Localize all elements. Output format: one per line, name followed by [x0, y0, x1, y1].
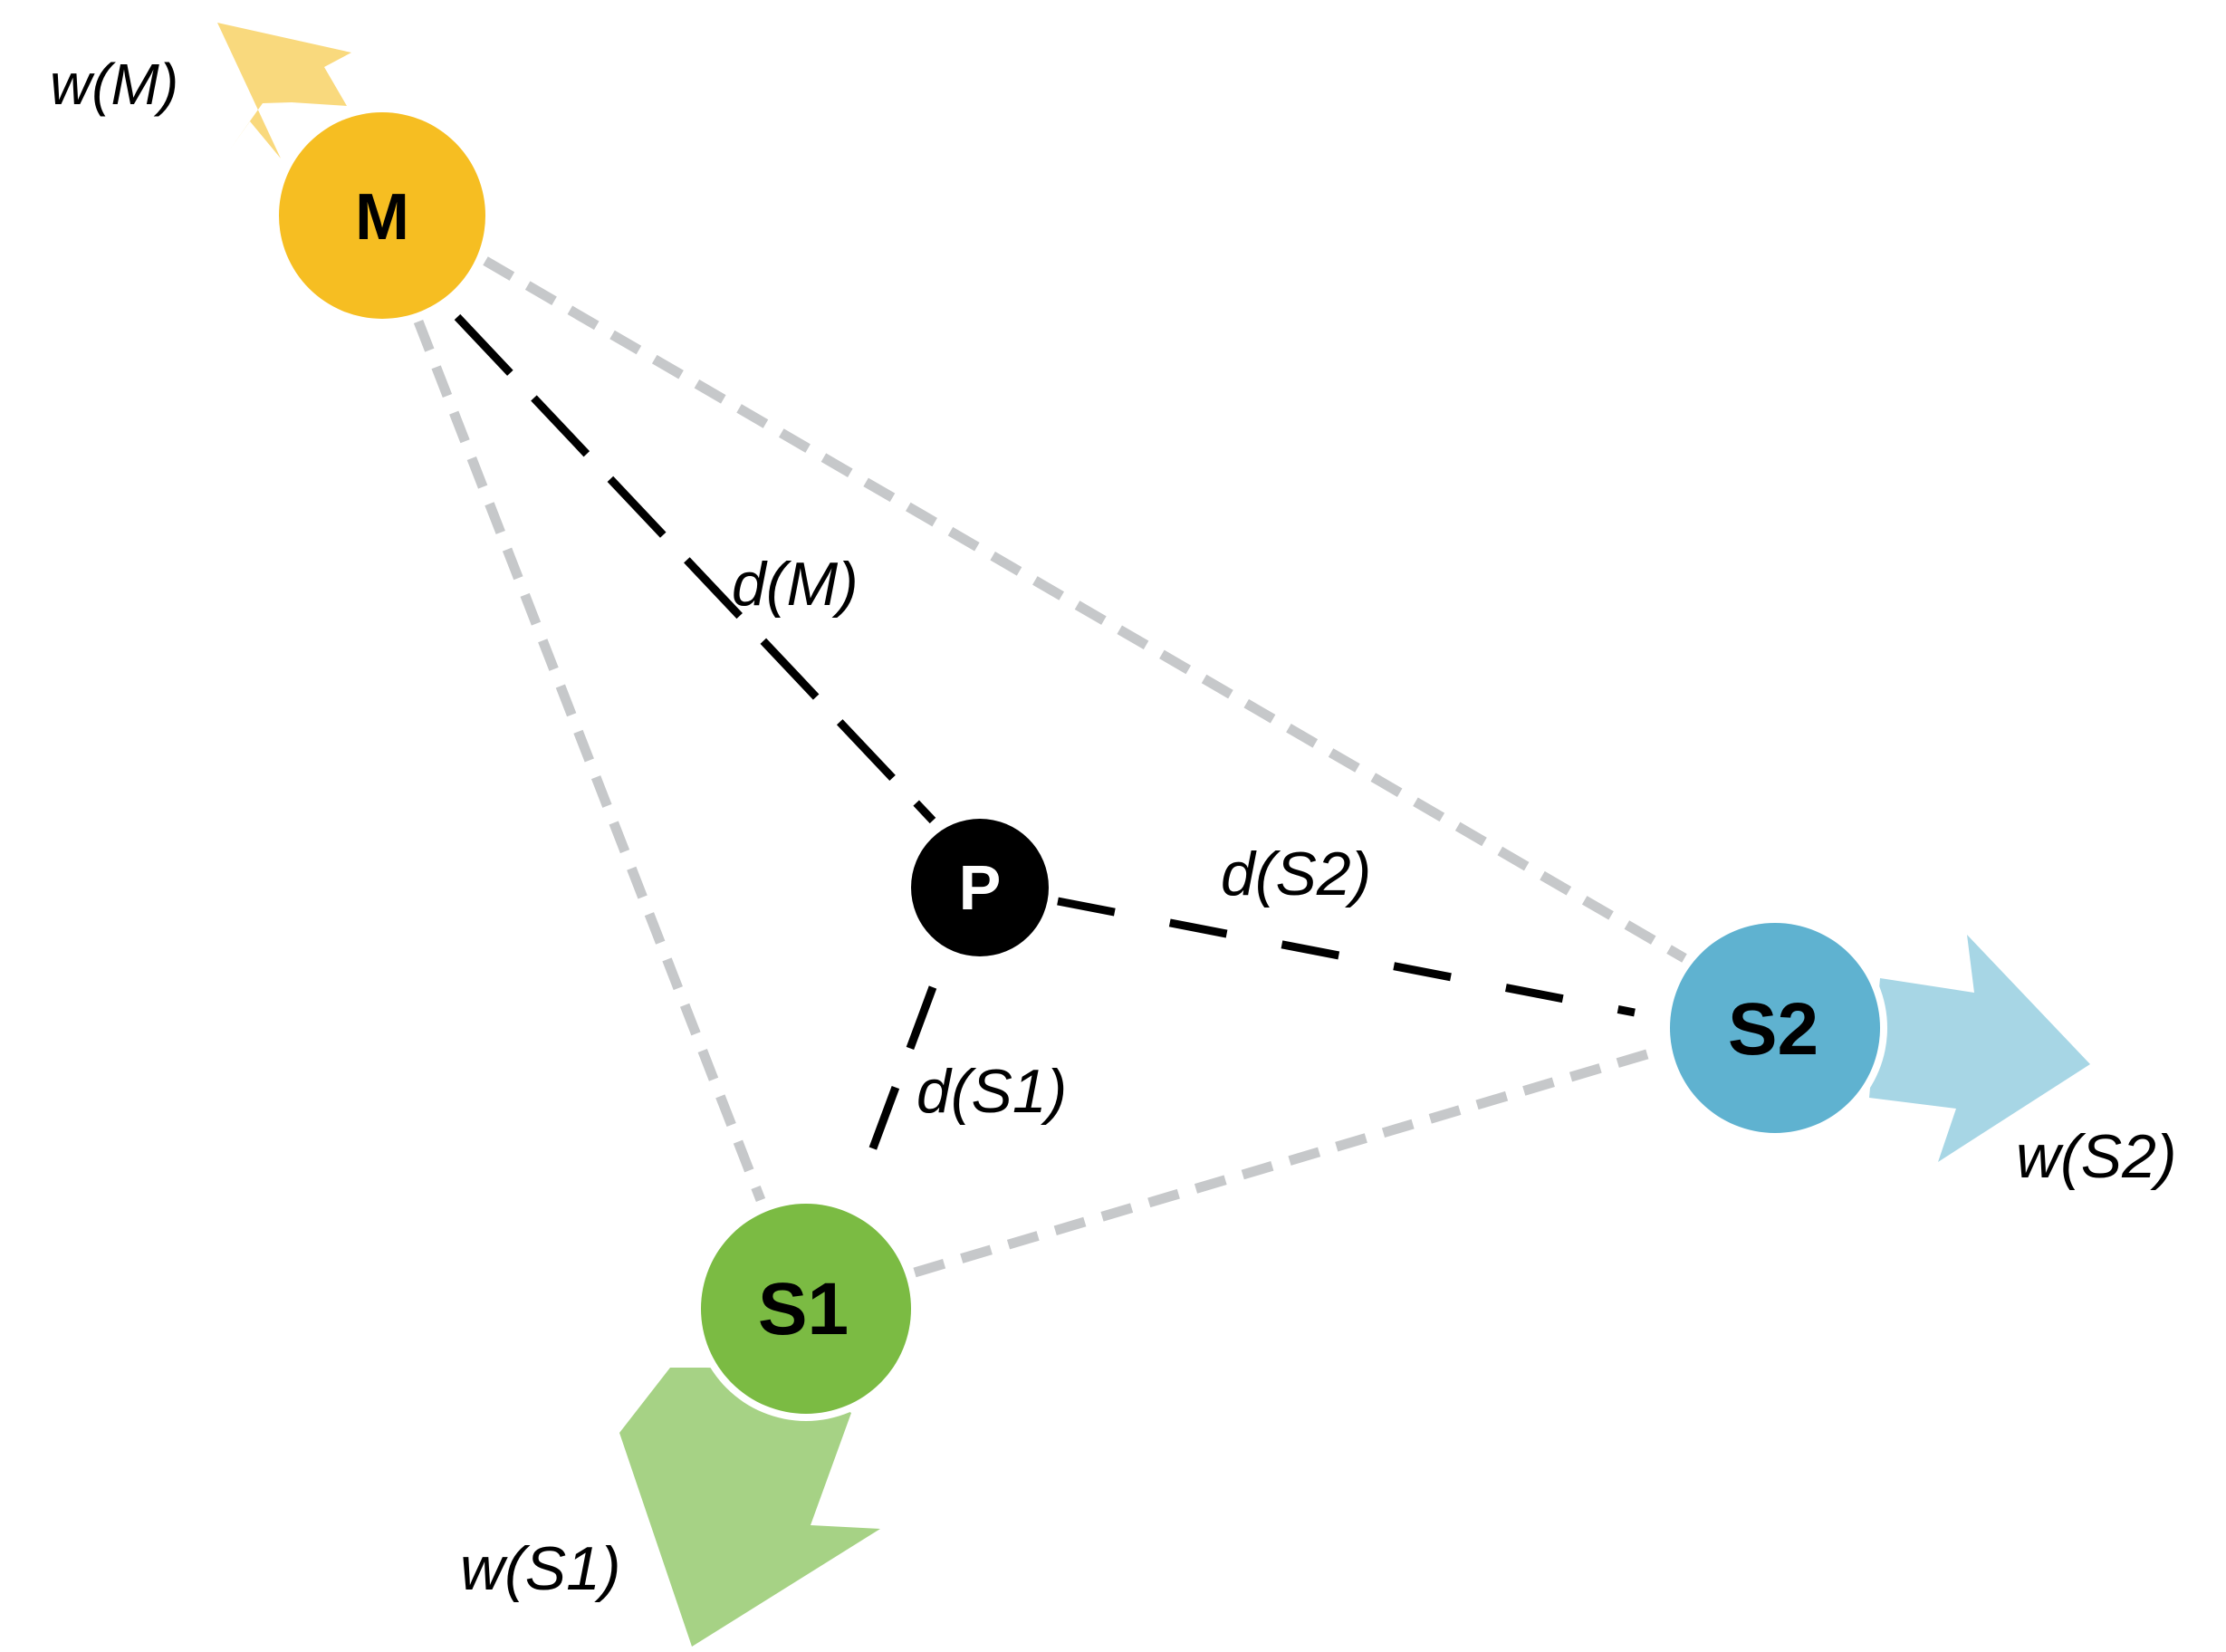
node-s1: S1: [694, 1196, 918, 1421]
distance-label-m: d(M): [732, 550, 859, 619]
edge-m-s2: [483, 256, 1687, 963]
node-s1-label: S1: [758, 1268, 849, 1350]
distance-label-s2: d(S2): [1221, 840, 1371, 908]
node-m-label: M: [355, 181, 409, 254]
weight-arrow-s2: [1869, 935, 2090, 1162]
edge-m-s1: [413, 320, 766, 1202]
node-m: M: [272, 105, 493, 326]
weight-arrow-m: [217, 23, 351, 159]
weight-label-m: w(M): [50, 52, 178, 117]
distance-label-s1: d(S1): [916, 1057, 1067, 1126]
weight-label-s2: w(S2): [2016, 1122, 2177, 1191]
distance-line-s1: [858, 985, 937, 1179]
weight-label-s1: w(S1): [460, 1534, 621, 1603]
edge-s1-s2: [913, 1045, 1661, 1278]
node-p: P: [906, 813, 1054, 962]
distance-line-s2: [1057, 897, 1636, 1017]
weight-arrows: [217, 23, 2090, 1647]
weight-arrow-s1: [619, 1368, 880, 1647]
distance-line-m: [454, 313, 936, 824]
node-s2-label: S2: [1728, 988, 1818, 1071]
distance-lines: [454, 313, 1636, 1179]
node-s2: S2: [1663, 916, 1887, 1140]
node-p-label: P: [959, 852, 1002, 923]
triangle-edges: [413, 256, 1687, 1278]
